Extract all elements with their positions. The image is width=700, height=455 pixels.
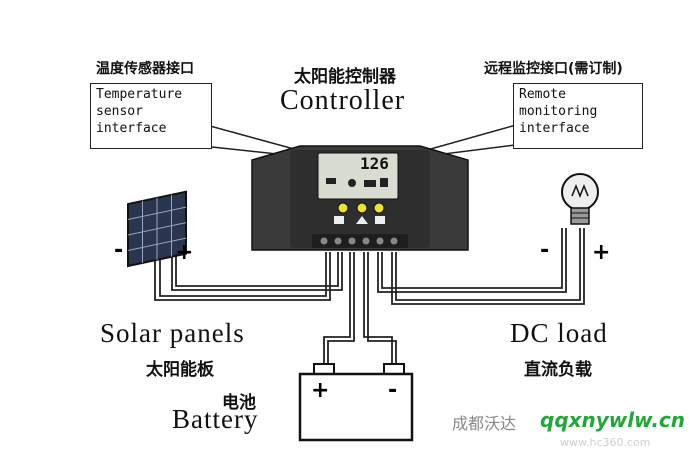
remote-callout-box: Remote monitoring interface <box>513 83 643 149</box>
lamp-icon <box>561 173 599 225</box>
watermark-company: 成都沃达 <box>452 414 517 433</box>
solar-plus: + <box>175 240 194 265</box>
watermark-faint: www.hc360.com <box>560 436 651 449</box>
solar-cn-label: 太阳能板 <box>146 360 214 380</box>
controller-en-label: Controller <box>280 85 406 116</box>
battery-en-label: Battery <box>172 404 259 434</box>
load-cn-label: 直流负载 <box>524 360 592 380</box>
solar-wires <box>154 240 343 301</box>
load-en-label: DC load <box>510 318 608 348</box>
solar-en-label: Solar panels <box>100 318 245 348</box>
battery-cn-label: 电池 <box>222 393 256 413</box>
battery-wires <box>323 252 397 368</box>
controller-cn-label: 太阳能控制器 <box>294 67 396 87</box>
load-wires <box>377 228 585 305</box>
lcd-readout: 126 <box>360 154 389 173</box>
solar-panel <box>127 190 187 268</box>
load-plus: + <box>592 240 611 265</box>
watermark-site: qqxnywlw.cn <box>540 408 686 432</box>
sensor-cn-label: 温度传感器接口 <box>96 61 194 77</box>
remote-cn-label: 远程监控接口(需订制) <box>484 61 623 77</box>
battery-minus: - <box>388 378 398 403</box>
battery-icon <box>298 363 414 442</box>
load-minus: - <box>540 238 550 263</box>
battery-plus: + <box>311 378 330 403</box>
sensor-callout-box: Temperature sensor interface <box>90 83 212 149</box>
solar-minus: - <box>114 238 124 263</box>
controller-body <box>251 145 469 251</box>
